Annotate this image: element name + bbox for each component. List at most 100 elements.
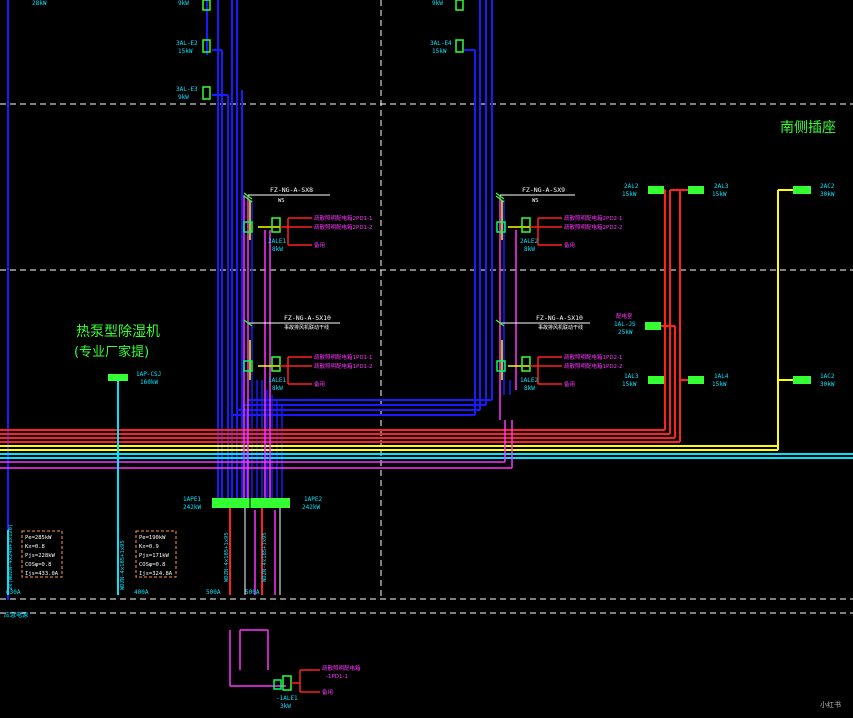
fz-mid-left-sub: 事故排风机联动干线 — [284, 324, 329, 331]
box-1ale1-kw: 8kW — [272, 385, 283, 392]
blue-feeders-left — [206, 0, 248, 500]
fz-top-right-sub: WS — [532, 198, 539, 204]
bottom-box-kw: 3kW — [280, 703, 291, 710]
xl2-label: 3AL-E3 — [176, 86, 198, 93]
top-left-kw: 28kW — [32, 0, 47, 7]
calc-l-4: COSφ=0.8 — [25, 562, 52, 568]
box-2ale1-kw: 8kW — [272, 246, 283, 253]
fz-top-left: FZ-NG-A-SX8 — [270, 186, 313, 194]
al-1ljs: 1AL-JS — [614, 321, 636, 328]
al-1al4-kw: 15kW — [712, 381, 727, 388]
al-1ljs-kw: 25kW — [618, 329, 633, 336]
bottom-branch — [273, 669, 320, 693]
bottom-br-1: 疏散照明配电箱 — [322, 664, 361, 672]
box-2ale2: 2ALE2 — [520, 238, 538, 245]
calc-l-1: Pe=285kW — [25, 535, 52, 541]
fz-top-right: FZ-NG-A-SX9 — [522, 186, 565, 194]
amp-4: 500A — [245, 589, 260, 596]
fz-top-left-sub: WS — [278, 198, 285, 204]
xl1-kw: 15kW — [178, 48, 193, 55]
amp-3: 500A — [206, 589, 221, 596]
calc-l-3: Pjs=228kW — [25, 553, 55, 559]
top-breaker-symbols — [202, 0, 464, 100]
box-1ale2-kw: 8kW — [524, 385, 535, 392]
br-rm-1: 疏散照明配电箱1PD2-1 — [564, 353, 623, 361]
calc-boxes — [21, 530, 177, 578]
ape1-label: 1APE1 — [183, 496, 201, 503]
branch-right-top — [496, 194, 575, 246]
heading-right: 南侧插座 — [780, 120, 836, 136]
ac-2ac2-kw: 30kW — [820, 191, 835, 198]
branch-left-top — [243, 194, 330, 246]
br-lm-2: 疏散照明配电箱1PD1-2 — [314, 362, 373, 370]
bottom-box: -1ALE1 — [276, 695, 298, 702]
calc-r-3: Pjs=171kW — [139, 553, 169, 559]
calc-r-1: Pe=190kW — [139, 535, 166, 541]
xr1-label: 3AL-E4 — [430, 40, 452, 47]
guide-lines — [0, 0, 853, 614]
calc-r-2: Kx=0.9 — [139, 544, 159, 550]
top-kw-1: 9kW — [178, 0, 189, 7]
ape-boxes — [212, 498, 290, 508]
ac-1ac2: 1AC2 — [820, 373, 835, 380]
horizontal-bus-bands — [0, 420, 853, 469]
xl1-label: 3AL-E2 — [176, 40, 198, 47]
fz-mid-left: FZ-NG-A-SX10 — [284, 314, 331, 322]
br-lt-2: 疏散照明配电箱2PD1-2 — [314, 223, 373, 231]
heading-heatpump: 热泵型除湿机 — [76, 324, 160, 340]
calc-l-2: Kx=0.8 — [25, 544, 45, 550]
magenta-feeders — [229, 195, 517, 687]
amp-1: 630A — [6, 589, 21, 596]
breaker-ticks — [243, 192, 505, 327]
ape2-label: 1APE2 — [304, 496, 322, 503]
box-2ale2-kw: 8kW — [524, 246, 535, 253]
br-lm-1: 疏散照明配电箱1PD1-1 — [314, 353, 373, 361]
box-1ale2: 1ALE2 — [520, 377, 538, 384]
calc-r-5: Ijs=324.8A — [139, 571, 173, 577]
cable-v2: WDZN-4x185+1x95 — [120, 540, 126, 590]
calc-l-5: Ijs=433.0A — [25, 571, 59, 577]
al-2al2: 2AL2 — [624, 183, 639, 190]
br-lm-3: 备用 — [314, 380, 325, 388]
yellow-riser — [777, 189, 793, 450]
fz-mid-right: FZ-NG-A-SX10 — [536, 314, 583, 322]
xl2-kw: 9kW — [178, 94, 189, 101]
bottom-br-2: -1PD1-1 — [326, 674, 348, 680]
top-kw-2: 9kW — [432, 0, 443, 7]
ape2-kw: 242kW — [302, 504, 320, 511]
red-risers — [648, 189, 688, 442]
al-2al3: 2AL3 — [714, 183, 729, 190]
ac-2ac2: 2AC2 — [820, 183, 835, 190]
al-1al4: 1AL4 — [714, 373, 729, 380]
bottom-br-3: 备用 — [322, 688, 333, 696]
box-2ale1: 2ALE1 — [268, 238, 286, 245]
br-rm-3: 备用 — [564, 380, 575, 388]
br-rt-2: 疏散照明配电箱2PD2-2 — [564, 223, 623, 231]
xr1-kw: 15kW — [432, 48, 447, 55]
dev-1ap: 1AP-CSJ — [136, 371, 161, 378]
cable-v4: WDZN-4x185+1x95 — [262, 532, 268, 582]
load-symbols — [108, 186, 811, 384]
calc-r-4: COSφ=0.8 — [139, 562, 166, 568]
heading-heatpump-sub: (专业厂家提) — [74, 344, 149, 360]
ac-1ac2-kw: 30kW — [820, 381, 835, 388]
fz-mid-right-sub: 事故排风机联动干线 — [538, 324, 583, 331]
cable-v3: WDZN-4x185+1x95 — [224, 532, 230, 582]
br-lt-1: 疏散照明配电箱2PD1-1 — [314, 214, 373, 222]
branch-right-mid — [496, 322, 590, 385]
ape-outgoing — [7, 378, 281, 595]
al-1ljs-pre: 配电室 — [616, 312, 633, 320]
al-1al3-kw: 15kW — [622, 381, 637, 388]
blue-feeders-right — [232, 0, 493, 416]
branch-left-mid — [243, 322, 340, 385]
al-2al3-kw: 15kW — [712, 191, 727, 198]
br-lt-3: 备用 — [314, 241, 325, 249]
amp-2: 400A — [134, 589, 149, 596]
ape1-kw: 242kW — [183, 504, 201, 511]
ups-label: 应急电源 — [4, 611, 28, 619]
dev-1ap-kw: 160kW — [140, 379, 158, 386]
box-1ale1: 1ALE1 — [268, 377, 286, 384]
br-rm-2: 疏散照明配电箱1PD2-2 — [564, 362, 623, 370]
al-1al3: 1AL3 — [624, 373, 639, 380]
